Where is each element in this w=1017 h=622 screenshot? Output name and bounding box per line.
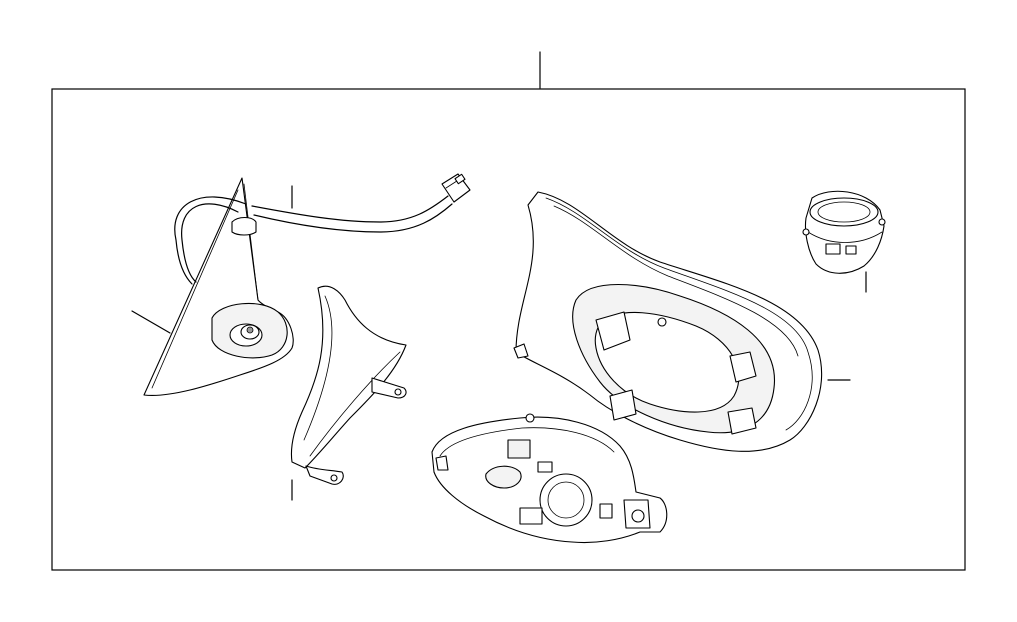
carrier-plate-icon[interactable]	[431, 413, 668, 544]
assembly-frame	[51, 88, 966, 571]
cable-connector-icon[interactable]	[174, 173, 471, 285]
cover-trim-icon[interactable]	[290, 285, 407, 501]
mirror-base-leader-line	[131, 310, 171, 334]
mirror-housing-icon[interactable]	[513, 191, 851, 452]
motor-icon[interactable]	[802, 190, 886, 293]
mirror-base-icon[interactable]	[131, 177, 294, 396]
